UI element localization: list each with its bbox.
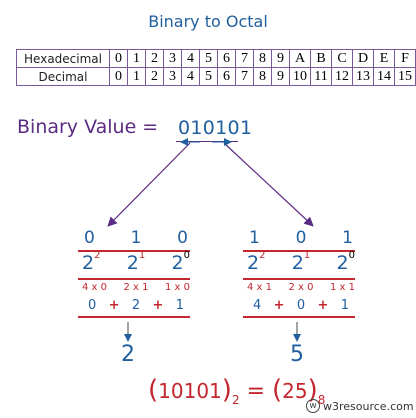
hex-row-label: Hexadecimal [16,49,110,68]
left-divider-mid [78,278,190,280]
dec-row: Decimal 0 1 2 3 4 5 6 7 8 9 10 11 12 13 … [16,67,416,86]
right-digits: 1 0 1 [243,228,359,248]
digit: 1 [249,228,260,248]
left-result: 2 [121,342,135,367]
right-divider-top [243,250,355,252]
dec-cell: 6 [217,67,236,86]
right-divider-bottom [243,316,355,318]
mult-term: 4 x 1 [247,282,272,293]
plus-sign: + [152,298,164,313]
sum-term: 2 [131,298,141,313]
left-mults: 4 x 0 2 x 1 1 x 0 [78,282,194,293]
left-digits: 0 1 0 [78,228,194,248]
digit: 0 [177,228,188,248]
equation-binary: 10101 [158,379,222,403]
right-divider-mid [243,278,355,280]
power-term: 22 [82,249,101,274]
right-result: 5 [290,342,304,367]
digit: 0 [84,228,95,248]
digit: 0 [295,228,307,248]
sum-term: 1 [175,298,184,313]
mult-term: 1 x 0 [165,282,190,293]
footer-credit: w w3resource.com [306,399,414,413]
binary-base: 2 [231,393,240,407]
plus-sign: + [317,298,329,313]
final-equation: (10101)2 = (25)8 [148,375,326,407]
footer-text: w3resource.com [323,399,414,413]
digit: 1 [342,228,353,248]
dec-cell: 10 [289,67,311,86]
hex-decimal-table: Hexadecimal 0 1 2 3 4 5 6 7 8 9 A B C D … [16,49,416,86]
sum-term: 4 [253,298,262,313]
right-powers: 22 21 20 [243,249,359,274]
plus-sign: + [273,298,285,313]
dec-cell: 15 [394,67,416,86]
equation-octal: 25 [282,379,308,403]
diagram-title: Binary to Octal [148,12,268,31]
dec-cell: 1 [127,67,146,86]
power-term: 20 [171,249,190,274]
dec-cell: 14 [373,67,395,86]
digit: 1 [130,228,142,248]
left-sums: 0 + 2 + 1 [78,298,194,313]
left-group-arrow [107,142,191,227]
binary-label: Binary Value = [17,116,159,138]
left-powers: 22 21 20 [78,249,194,274]
close-paren: ) [221,375,232,405]
power-term: 20 [336,249,355,274]
sum-term: 0 [296,298,306,313]
sum-term: 1 [340,298,349,313]
equals-sign: = [246,379,266,404]
mult-term: 4 x 0 [82,282,107,293]
sum-term: 0 [88,298,97,313]
power-term: 21 [291,249,311,274]
binary-underline [176,141,238,142]
power-term: 22 [247,249,266,274]
right-mults: 4 x 1 2 x 0 1 x 1 [243,282,359,293]
right-sums: 4 + 0 + 1 [243,298,359,313]
right-group: 1 0 1 22 21 20 4 x 1 2 x 0 1 x 1 4 + 0 +… [243,228,359,328]
right-group-arrow [223,142,314,227]
binary-value: 010101 [178,117,253,139]
left-divider-bottom [78,316,190,318]
dec-cell: 7 [235,67,254,86]
open-paren: ( [148,375,159,405]
power-term: 21 [126,249,146,274]
hex-row: Hexadecimal 0 1 2 3 4 5 6 7 8 9 A B C D … [16,49,416,68]
dec-row-label: Decimal [16,67,110,86]
left-divider-top [78,250,190,252]
mult-term: 1 x 1 [330,282,355,293]
w3resource-logo-icon: w [306,399,320,413]
octal-base: 8 [317,393,326,407]
plus-sign: + [108,298,120,313]
close-paren: ) [307,375,318,405]
mult-term: 2 x 1 [123,282,149,293]
left-group: 0 1 0 22 21 20 4 x 0 2 x 1 1 x 0 0 + 2 +… [78,228,194,328]
mult-term: 2 x 0 [288,282,314,293]
open-paren: ( [272,375,283,405]
